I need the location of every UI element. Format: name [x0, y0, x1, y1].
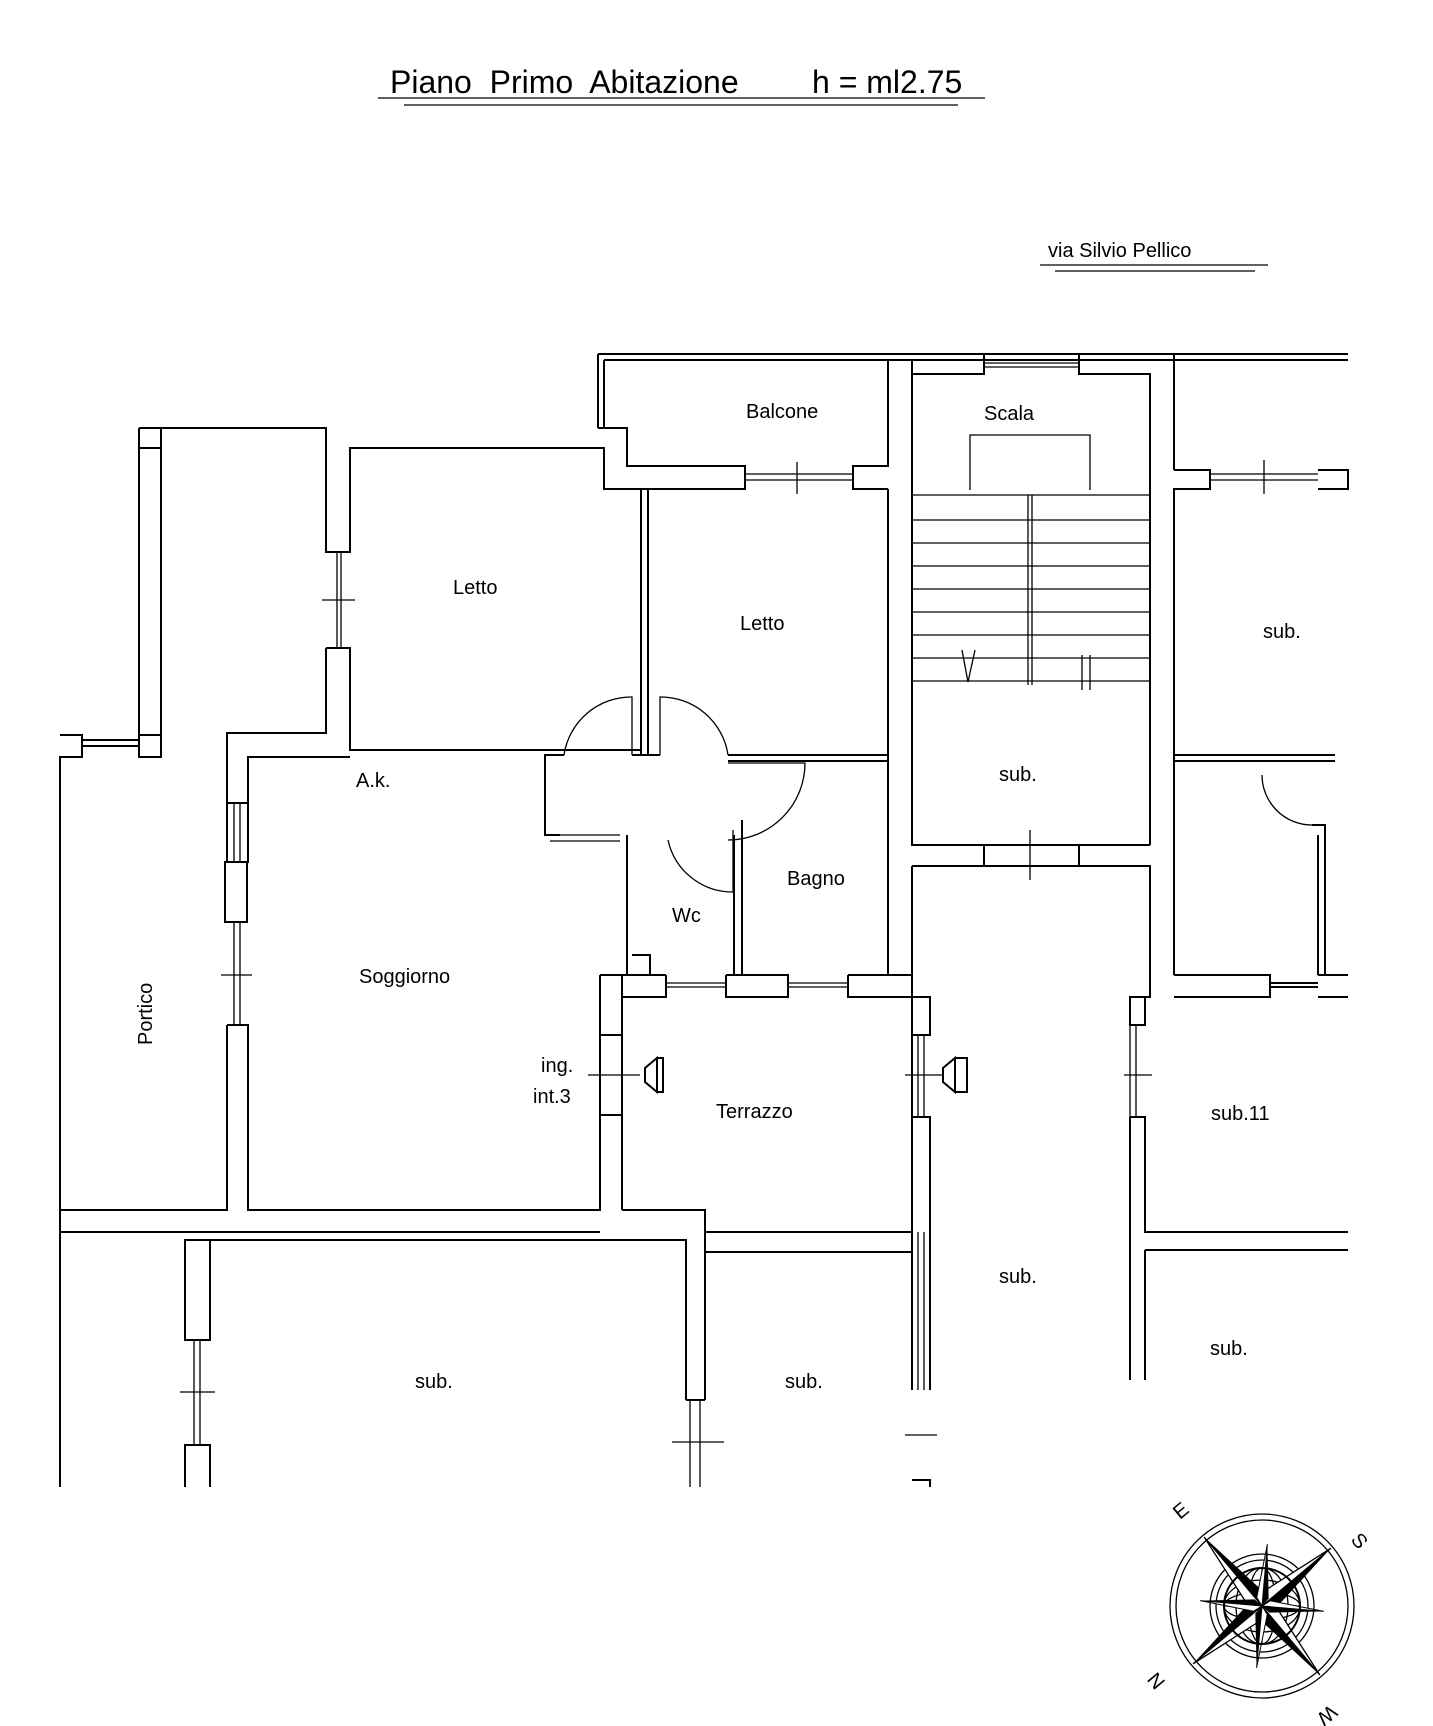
label-sub-right-top: sub.	[1263, 621, 1301, 643]
walls	[59, 353, 1349, 1487]
compass-letter-e: E	[1169, 1498, 1193, 1523]
title-name: Piano Primo Abitazione	[390, 64, 739, 100]
compass-letter-w: W	[1312, 1700, 1341, 1726]
compass-rose-icon: E S W N	[1144, 1498, 1372, 1726]
label-ingresso-2: int.3	[533, 1086, 571, 1108]
label-portico: Portico	[135, 983, 157, 1045]
label-sub-stair: sub.	[999, 764, 1037, 786]
label-sub-11: sub.11	[1211, 1103, 1270, 1125]
label-terrazzo: Terrazzo	[716, 1101, 793, 1123]
title-height: h = ml2.75	[812, 64, 962, 100]
label-balcone: Balcone	[746, 401, 818, 423]
compass-letter-n: N	[1144, 1668, 1170, 1693]
title-block: Piano Primo Abitazione h = ml2.75	[378, 64, 985, 106]
label-ingresso-1: ing.	[541, 1055, 573, 1077]
label-ak: A.k.	[356, 770, 390, 792]
room-labels: Balcone Scala Letto Letto A.k. Soggiorno…	[135, 401, 1301, 1393]
label-soggiorno: Soggiorno	[359, 966, 450, 988]
label-letto-1: Letto	[453, 577, 497, 599]
label-sub-bottom-mid: sub.	[785, 1371, 823, 1393]
street-label: via Silvio Pellico	[1040, 240, 1268, 272]
label-scala: Scala	[984, 403, 1035, 425]
label-letto-2: Letto	[740, 613, 784, 635]
label-sub-center: sub.	[999, 1266, 1037, 1288]
label-sub-right-bottom: sub.	[1210, 1338, 1248, 1360]
street-name: via Silvio Pellico	[1048, 240, 1191, 262]
label-wc: Wc	[672, 905, 701, 927]
label-sub-bottom-left: sub.	[415, 1371, 453, 1393]
compass-letter-s: S	[1346, 1529, 1371, 1553]
stair-treads	[912, 494, 1150, 682]
label-bagno: Bagno	[787, 868, 845, 890]
